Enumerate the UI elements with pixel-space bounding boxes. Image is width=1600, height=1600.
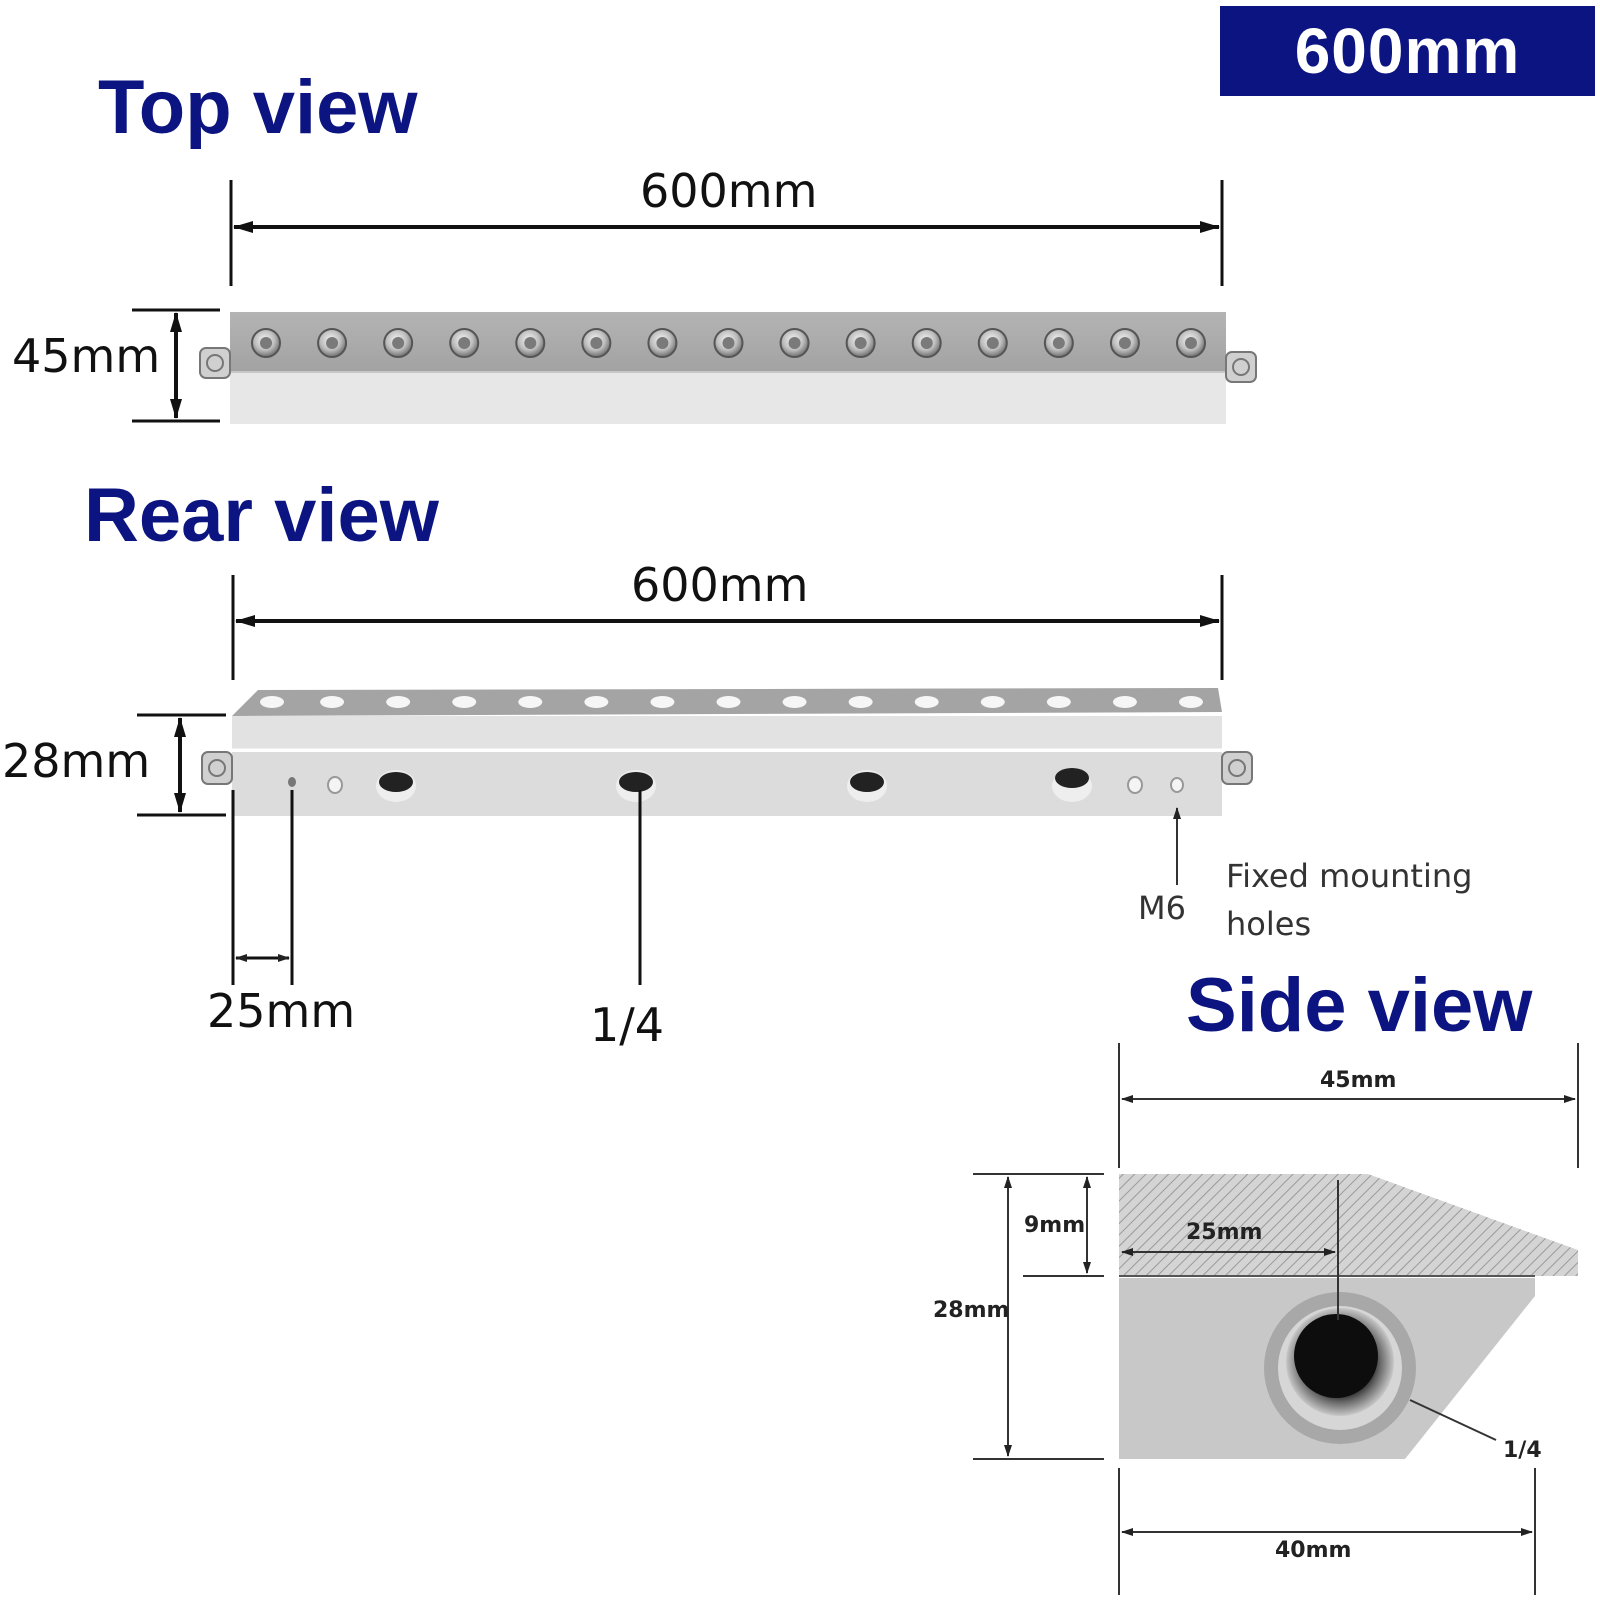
side-view-top-thickness-label: 9mm [1024, 1213, 1086, 1238]
rear-view-top-hole-row [260, 696, 1203, 708]
rear-view-mounting-note: Fixed mounting holes [1226, 857, 1473, 943]
rear-view-height-label: 28mm [2, 734, 151, 788]
rear-view-top-hole [1112, 696, 1137, 708]
top-view-screw [647, 328, 678, 358]
rear-view-drawing [137, 575, 1253, 985]
rear-view-length-label: 600mm [631, 558, 809, 612]
rear-view-top-hole [584, 696, 609, 708]
rear-view-top-hole [848, 696, 873, 708]
rear-view-top-hole [716, 696, 741, 708]
top-view-screw [977, 328, 1008, 358]
rear-view-top-hole [518, 696, 543, 708]
rear-view-face-holes [288, 768, 1184, 802]
top-view-screw [515, 328, 546, 358]
top-view-screw [779, 328, 810, 358]
top-view-screw [1043, 328, 1074, 358]
rear-view-top-hole [1179, 696, 1203, 708]
side-view-base-label: 40mm [1275, 1538, 1352, 1563]
rear-view-top-hole [452, 696, 477, 708]
side-view-thread-leader [1409, 1399, 1497, 1441]
rear-view-top-hole [980, 696, 1005, 708]
rear-view-m6-label: M6 [1138, 889, 1186, 927]
rear-view-top-hole [1046, 696, 1071, 708]
rear-view-right-knob [1221, 751, 1253, 785]
rear-view-top-hole [320, 696, 345, 708]
rear-view-top-hole [260, 696, 284, 708]
top-view-left-knob [199, 347, 231, 379]
side-view-title: Side view [1186, 963, 1533, 1048]
rear-view-top-hole [386, 696, 411, 708]
side-view-hole-offset-label: 25mm [1186, 1220, 1263, 1245]
top-view-screw [317, 328, 348, 358]
top-view-screw [1176, 328, 1206, 358]
top-view-length-label: 600mm [640, 164, 818, 218]
top-view-screw [449, 328, 480, 358]
rear-view-thread-label: 1/4 [590, 998, 665, 1052]
rear-view-top-hole [914, 696, 939, 708]
top-view-screw [1109, 328, 1140, 358]
top-view-screw [911, 328, 942, 358]
rear-view-title: Rear view [84, 473, 439, 558]
top-view-title: Top view [98, 65, 418, 150]
side-view-height-label: 28mm [933, 1298, 1010, 1323]
size-badge: 600mm [1220, 6, 1595, 96]
side-view-width-label: 45mm [1320, 1068, 1397, 1093]
rear-view-left-knob [201, 751, 233, 785]
side-view-drawing [973, 1043, 1579, 1595]
top-view-drawing [132, 180, 1257, 424]
rear-view-offset-label: 25mm [207, 984, 356, 1038]
top-view-right-knob [1225, 351, 1257, 383]
top-view-screw-row [251, 328, 1206, 358]
side-view-thread-label: 1/4 [1503, 1438, 1542, 1463]
top-view-screw [845, 328, 876, 358]
rear-view-top-hole [650, 696, 675, 708]
top-view-screw [383, 328, 414, 358]
top-view-screw [713, 328, 744, 358]
top-view-screw [581, 328, 612, 358]
top-view-screw [251, 328, 281, 358]
rear-view-top-hole [782, 696, 807, 708]
top-view-width-label: 45mm [12, 329, 161, 383]
